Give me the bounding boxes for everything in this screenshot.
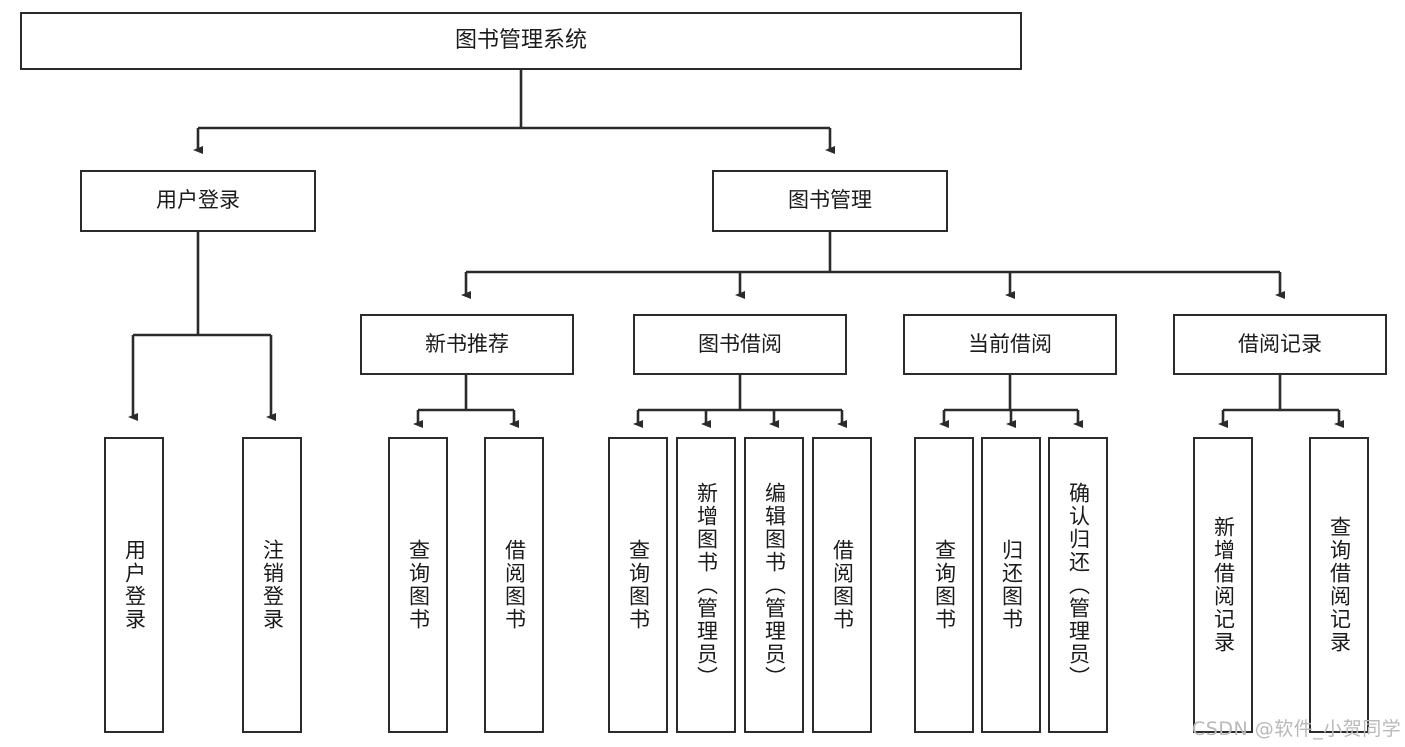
leaf-new-book-query-label: 查询图书 [406,539,431,631]
watermark-text: CSDN @软件_小贺同学 [1192,718,1402,740]
leaf-user-login-signout[interactable]: 注销登录 [242,437,302,733]
leaf-borrow-record-query-label: 查询借阅记录 [1327,516,1352,654]
node-user-login[interactable]: 用户登录 [80,170,316,232]
leaf-current-borrow-query-label: 查询图书 [932,539,957,631]
node-new-book-recommend-label: 新书推荐 [425,331,509,356]
node-user-login-label: 用户登录 [156,188,240,213]
node-borrow-record[interactable]: 借阅记录 [1173,314,1387,375]
node-new-book-recommend[interactable]: 新书推荐 [360,314,574,375]
leaf-current-borrow-return-label: 归还图书 [999,539,1024,631]
leaf-current-borrow-confirm-label: 确认归还（管理员） [1066,481,1091,689]
leaf-book-borrow-query-label: 查询图书 [626,539,651,631]
leaf-current-borrow-confirm[interactable]: 确认归还（管理员） [1048,437,1108,733]
leaf-current-borrow-query[interactable]: 查询图书 [914,437,974,733]
node-book-management-label: 图书管理 [788,188,872,213]
leaf-user-login-signin-label: 用户登录 [122,539,147,631]
leaf-new-book-borrow[interactable]: 借阅图书 [484,437,544,733]
node-borrow-record-label: 借阅记录 [1238,331,1322,356]
leaf-user-login-signin[interactable]: 用户登录 [104,437,164,733]
leaf-book-borrow-query[interactable]: 查询图书 [608,437,668,733]
leaf-book-borrow-edit[interactable]: 编辑图书（管理员） [744,437,804,733]
leaf-book-borrow-borrow[interactable]: 借阅图书 [812,437,872,733]
node-book-borrow-label: 图书借阅 [698,331,782,356]
leaf-borrow-record-add[interactable]: 新增借阅记录 [1193,437,1253,733]
leaf-user-login-signout-label: 注销登录 [260,539,285,631]
leaf-new-book-borrow-label: 借阅图书 [502,539,527,631]
leaf-current-borrow-return[interactable]: 归还图书 [981,437,1041,733]
node-book-management[interactable]: 图书管理 [712,170,948,232]
leaf-borrow-record-add-label: 新增借阅记录 [1211,516,1236,654]
leaf-borrow-record-query[interactable]: 查询借阅记录 [1309,437,1369,733]
leaf-book-borrow-add[interactable]: 新增图书（管理员） [676,437,736,733]
leaf-book-borrow-borrow-label: 借阅图书 [830,539,855,631]
node-current-borrow-label: 当前借阅 [968,331,1052,356]
leaf-book-borrow-edit-label: 编辑图书（管理员） [762,481,787,689]
node-book-borrow[interactable]: 图书借阅 [633,314,847,375]
node-root-system[interactable]: 图书管理系统 [20,12,1022,70]
node-current-borrow[interactable]: 当前借阅 [903,314,1117,375]
leaf-book-borrow-add-label: 新增图书（管理员） [694,481,719,689]
leaf-new-book-query[interactable]: 查询图书 [388,437,448,733]
node-root-system-label: 图书管理系统 [454,28,587,54]
